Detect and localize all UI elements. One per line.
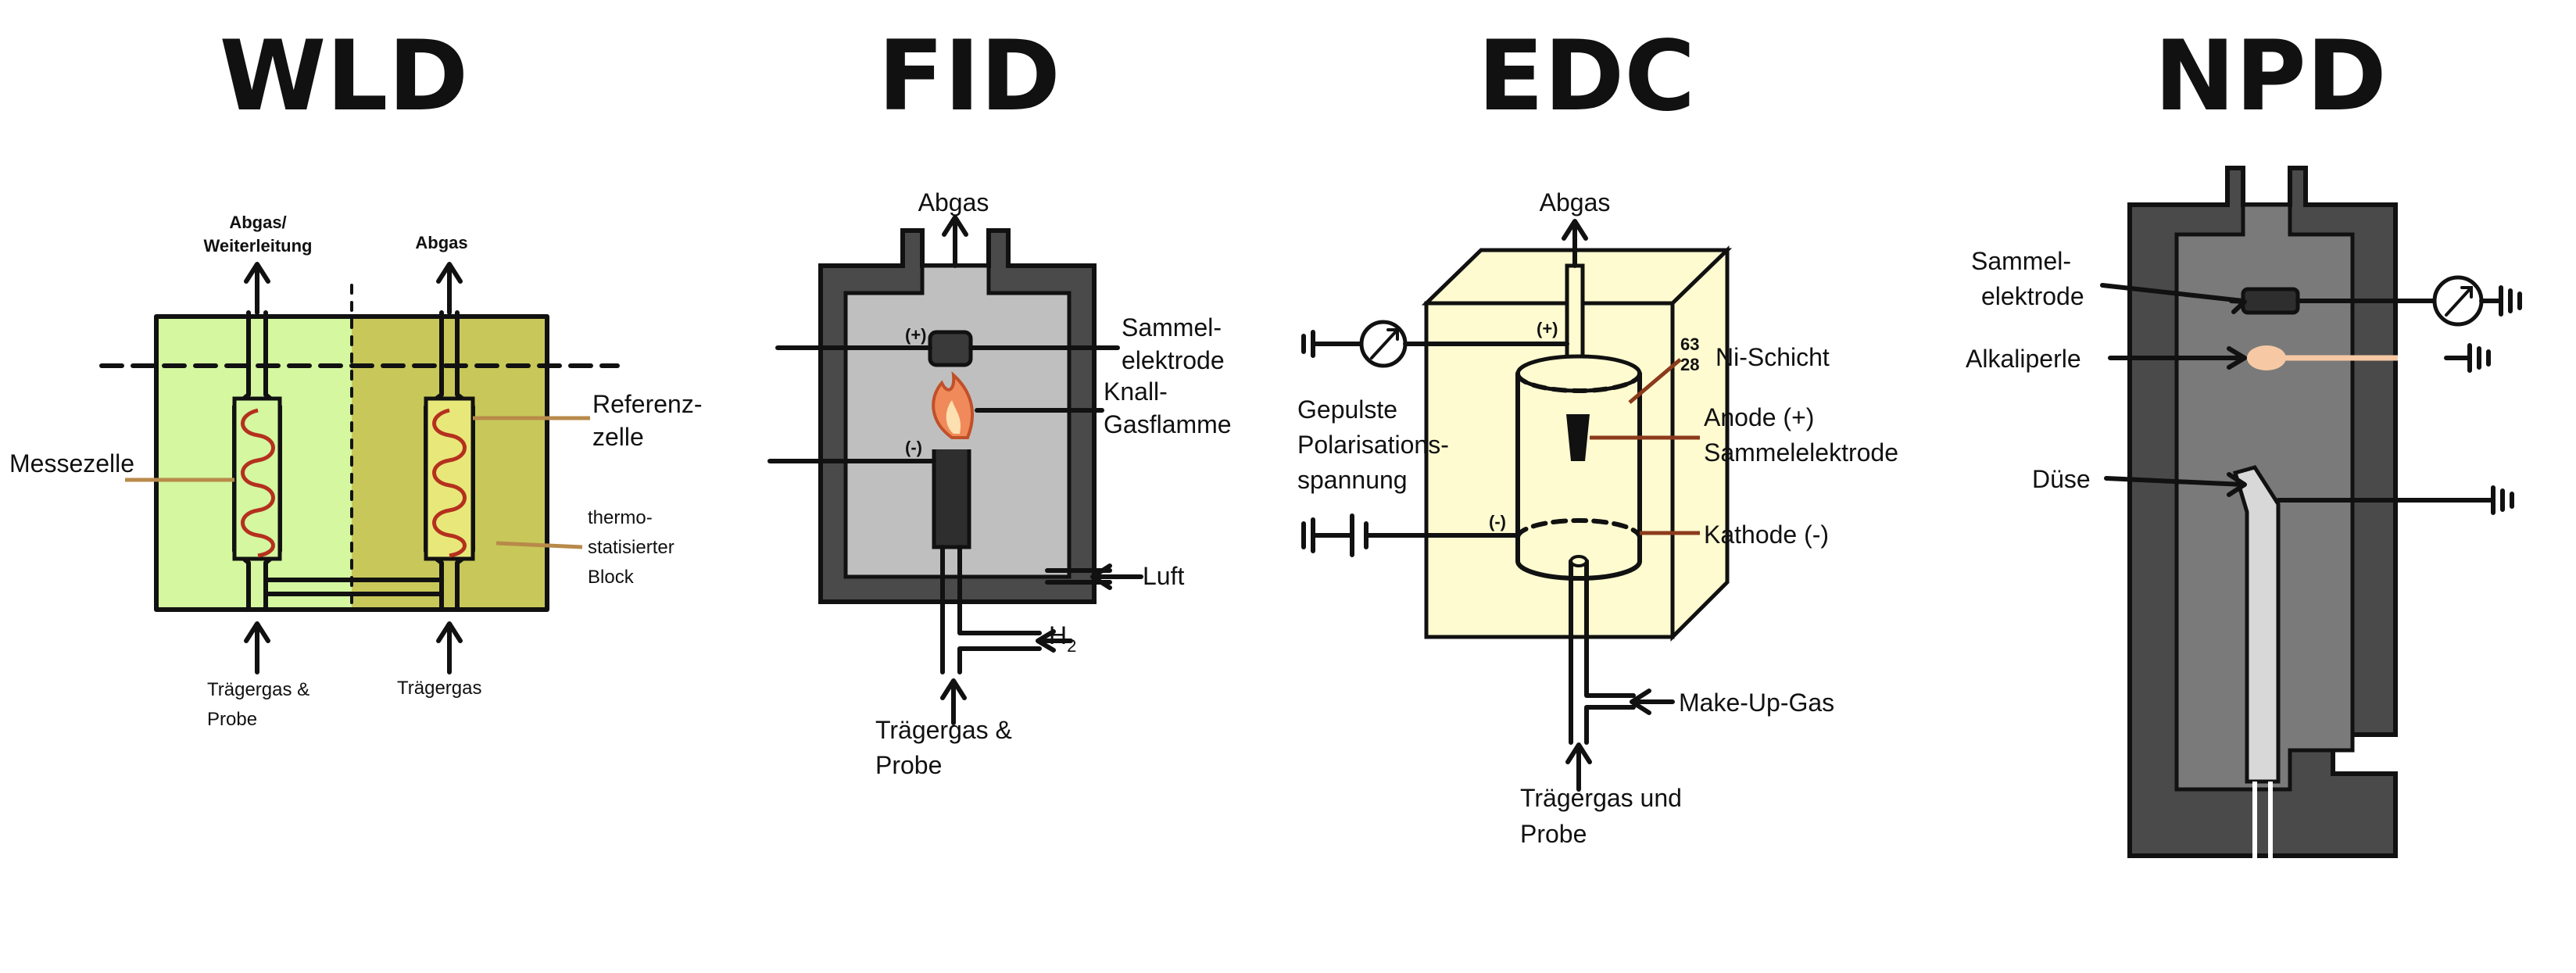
edc-anode [1566,414,1590,461]
fid-flame-label-1: Knall- [1104,377,1168,406]
fid-inlet-tube [940,545,1042,674]
wld-block-leader [496,541,583,549]
wld-carrier-gas: Trägergas [397,678,482,699]
wld-exhaust-arrow-right [436,262,463,315]
wld-heating-coil-right [432,408,467,558]
edc-inlet-cap [1569,555,1588,567]
npd-ground-3 [2491,485,2514,515]
npd-bead-leader [2108,346,2247,370]
npd-collector-leader-head [2229,299,2247,314]
edc-plus-label: (+) [1537,319,1558,338]
fid-plus-label: (+) [905,325,927,345]
edc-cylinder-bottom [1515,559,1642,581]
edc-ground-plus [1301,330,1315,358]
edc-ni-mass-top: 63 [1680,334,1699,354]
edc-ni-mass-bottom: 28 [1680,355,1699,374]
npd-ground-2 [2444,343,2491,373]
edc-cylinder-walls [1515,371,1642,563]
edc-ni-leader [1628,358,1682,404]
fid-flame-label-2: Gasflamme [1104,410,1232,438]
wld-exhaust-left-2: Weiterleitung [204,236,313,256]
npd-bead-label: Alkaliperle [1966,345,2081,373]
edc-cylinder-dashed [1515,518,1642,540]
wld-reference-label-1: Referenz- [592,390,703,418]
wld-diagram: Abgas/ Weiterleitung Abgas Messezelle Re… [9,213,703,730]
npd-collector-label-1: Sammel- [1971,247,2071,275]
wld-exhaust-arrow-left [244,262,270,315]
edc-pulse-label-2: Polarisations- [1297,431,1449,459]
fid-inlet-arrow [940,678,967,725]
npd-nozzle-label: Düse [2032,465,2091,493]
edc-anode-label-2: Sammelelektrode [1704,438,1898,467]
fid-exhaust-label: Abgas [918,188,989,216]
fid-collector-label-2: elektrode [1122,346,1225,374]
npd-ground-1 [2479,285,2522,317]
wld-block-outline [154,314,549,612]
edc-ni-label: Ni-Schicht [1716,343,1830,371]
edc-makeup-arrow [1630,689,1675,715]
fid-carrier-sample-1: Trägergas & [875,716,1012,744]
fid-minus-label: (-) [905,438,922,457]
npd-collector-leader [2100,283,2245,303]
fid-carrier-sample-2: Probe [875,751,942,779]
edc-cylinder-inner [1515,371,1642,393]
wld-inlet-arrow-left [244,621,270,674]
fid-h2-symbol: H [1049,621,1067,649]
fid-h2-arrow [1036,629,1073,653]
fid-exhaust-arrow [942,215,968,268]
fid-air-arrow [1090,563,1143,590]
edc-minus-label: (-) [1489,512,1506,531]
fid-burner-jet [932,449,971,549]
edc-diagram: Abgas 63 28 Ni-Schicht Anode (+) Sammele… [1297,188,1898,848]
title-fid: FID [878,20,1061,133]
edc-makeup-label: Make-Up-Gas [1679,689,1834,717]
edc-exhaust-arrow [1562,219,1588,268]
npd-nozzle [2232,465,2281,784]
wld-measuring-label: Messezelle [9,449,134,478]
wld-inlet-arrow-right [436,621,463,674]
edc-meter-needle [1370,328,1399,360]
wld-carrier-sample-1: Trägergas & [207,679,309,700]
npd-collector-label-2: elektrode [1981,282,2084,310]
wld-block-label-3: Block [588,567,635,588]
edc-pulse-label-1: Gepulste [1297,395,1397,424]
wld-reference-label-2: zelle [592,423,644,451]
title-npd: NPD [2154,20,2387,133]
fid-collector-label-1: Sammel- [1122,313,1222,342]
wld-block-label-1: thermo- [588,507,653,528]
wld-heating-coil-left [241,408,275,558]
fid-air-label: Luft [1143,562,1184,590]
wld-exhaust-right: Abgas [415,233,467,252]
edc-inlet-tube [1569,559,1636,745]
fid-diagram: Abgas Sammel- elektrode Knall- Gasflamme… [767,188,1232,779]
fid-h2-label: H2 [1049,621,1076,656]
fid-h2-subscript: 2 [1067,636,1076,656]
edc-carrier-sample-2: Probe [1520,820,1587,848]
fid-flame-core [946,400,961,434]
wld-carrier-sample-2: Probe [207,709,257,730]
edc-box-front [1424,301,1675,639]
npd-alkali-bead [2247,345,2286,370]
wld-exhaust-left-1: Abgas/ [229,213,286,232]
npd-nozzle-leader [2104,472,2247,497]
npd-diagram: Sammel- elektrode Alkaliperle Düse [1966,166,2522,946]
wld-block-label-2: statisierter [588,537,674,558]
edc-carrier-sample-1: Trägergas und [1520,784,1682,812]
title-edc: EDC [1478,20,1696,133]
edc-cathode-label: Kathode (-) [1704,520,1829,549]
fid-collector-electrode [928,330,973,367]
npd-inlet-tube [2252,782,2349,946]
edc-pulse-label-3: spannung [1297,466,1408,494]
edc-inlet-arrow [1565,742,1592,792]
edc-exhaust-label: Abgas [1540,188,1611,216]
edc-anode-label-1: Anode (+) [1704,403,1814,431]
npd-collector-electrode [2241,287,2300,315]
title-wld: WLD [220,20,469,133]
npd-meter-needle [2445,286,2473,317]
